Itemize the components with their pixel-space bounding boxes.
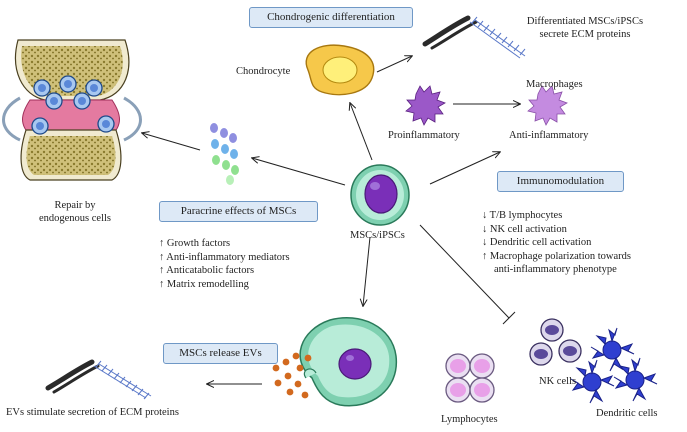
msc-release-evs-box: MSCs release EVs <box>163 343 278 364</box>
nk-cells-cluster <box>529 318 582 366</box>
paracrine-effect-item: ↑ Matrix remodelling <box>159 278 249 290</box>
immunomodulation-box: Immunomodulation <box>497 171 624 192</box>
msc-ipsc-label: MSCs/iPSCs <box>350 230 405 241</box>
differentiated-line-2: secrete ECM proteins <box>539 29 631 40</box>
arrow-to-chondrocyte <box>350 103 373 161</box>
immuno-effect-item: ↓ T/B lymphocytes <box>482 210 563 221</box>
paracrine-effect-item: ↑ Anticatabolic factors <box>159 265 255 276</box>
ecm-fibers-bottom <box>45 359 152 400</box>
immunomodulation-effects-list: ↓ T/B lymphocytes ↓ NK cell activation ↓… <box>482 209 631 277</box>
paracrine-effects-label: Paracrine effects of MSCs <box>180 205 297 217</box>
arrow-to-ev-cell <box>363 236 371 306</box>
chondrogenic-differentiation-label: Chondrogenic differentiation <box>267 11 395 23</box>
nk-cells-label: NK cells <box>539 376 577 387</box>
arrow-to-paracrine <box>252 158 346 186</box>
arrow-to-macrophages <box>429 152 500 185</box>
immunomodulation-label: Immunomodulation <box>516 175 605 187</box>
inhibition-bar <box>502 311 516 325</box>
immuno-effect-item: ↓ Dendritic cell activation <box>482 237 592 248</box>
anti-inflammatory-label: Anti-inflammatory <box>509 130 589 141</box>
immuno-effect-item: ↓ NK cell activation <box>482 223 567 235</box>
evs-stimulate-caption: EVs stimulate secretion of ECM proteins <box>6 407 179 418</box>
anti-inflammatory-macrophage <box>527 85 568 126</box>
extracellular-vesicles <box>272 352 312 399</box>
chondrocyte-cell <box>305 44 375 96</box>
paracrine-effects-list: ↑ Growth factors ↑ Anti-inflammatory med… <box>159 237 290 291</box>
differentiated-msc-caption: Differentiated MSCs/iPSCs secrete ECM pr… <box>510 15 660 41</box>
repair-line-2: endogenous cells <box>38 213 112 224</box>
lymphocytes-cluster <box>445 353 495 403</box>
repair-line-1: Repair by <box>54 200 96 211</box>
paracrine-effect-item: ↑ Anti-inflammatory mediators <box>159 251 290 263</box>
paracrine-vesicles <box>210 123 239 185</box>
arrows <box>142 56 520 384</box>
ev-releasing-msc <box>299 317 398 407</box>
msc-in-joint <box>31 75 115 135</box>
chondrocyte-label: Chondrocyte <box>236 66 291 77</box>
arrow-to-ecm-top <box>376 56 412 73</box>
dendritic-cells-cluster <box>570 327 658 404</box>
lymphocytes-label: Lymphocytes <box>441 414 498 425</box>
macrophages-label: Macrophages <box>526 79 583 90</box>
msc-release-evs-label: MSCs release EVs <box>179 347 262 359</box>
proinflammatory-label: Proinflammatory <box>388 130 460 141</box>
immuno-effect-item: anti-inflammatory phenotype <box>494 264 617 275</box>
immuno-effect-item: ↑ Macrophage polarization towards <box>482 250 631 262</box>
arrow-to-repair <box>142 133 201 151</box>
dendritic-cells-label: Dendritic cells <box>596 408 658 419</box>
knee-joint-illustration <box>2 39 142 181</box>
paracrine-effect-item: ↑ Growth factors <box>159 238 231 249</box>
proinflammatory-macrophage <box>405 85 446 126</box>
repair-caption: Repair by endogenous cells <box>25 199 125 225</box>
differentiated-line-1: Differentiated MSCs/iPSCs <box>526 16 644 27</box>
msc-ipsc-cell <box>350 164 410 226</box>
inhibition-line <box>419 224 510 319</box>
ecm-fibers-top <box>422 15 526 59</box>
chondrogenic-differentiation-box: Chondrogenic differentiation <box>249 7 413 28</box>
paracrine-effects-box: Paracrine effects of MSCs <box>159 201 318 222</box>
